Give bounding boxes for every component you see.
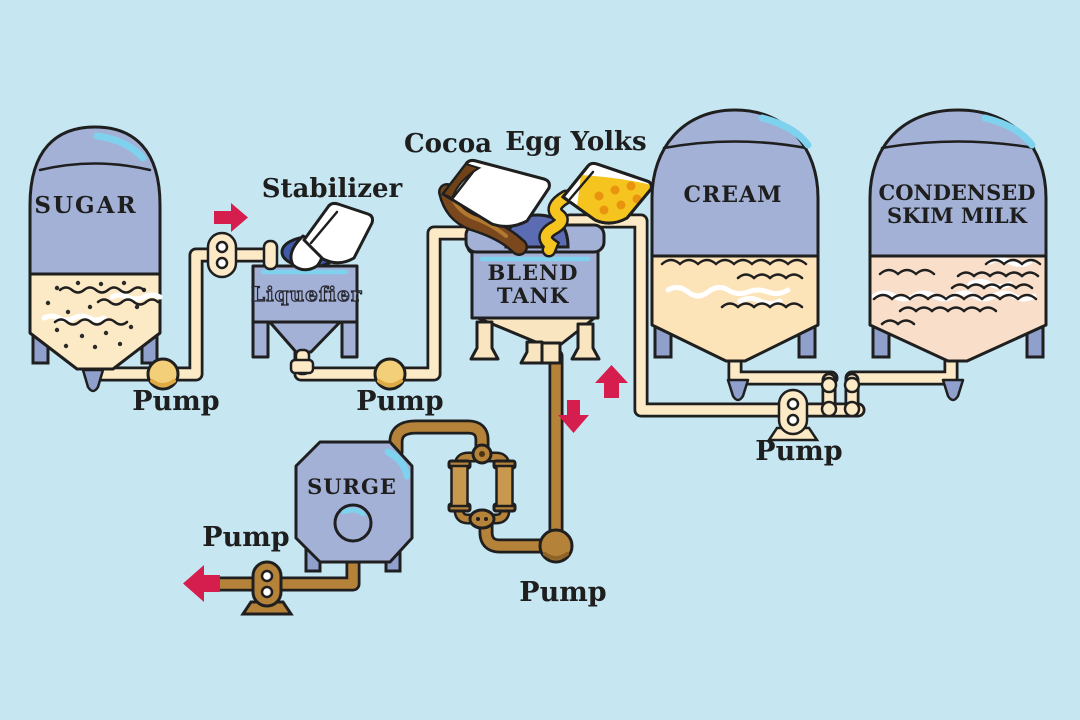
drain-nozzles (81, 368, 965, 402)
outlet-pump-valve (240, 560, 294, 616)
pump-label-liquefier-line: Pump (356, 386, 444, 417)
surge-tank (294, 440, 414, 573)
skim-milk-waves (871, 257, 1042, 326)
cocoa-stream (438, 183, 528, 256)
homogenizer-unit (447, 443, 517, 530)
flow-arrows (183, 203, 628, 602)
condensed-skim-milk-tank (868, 108, 1048, 363)
liquefier-label: Liquefier (250, 282, 363, 306)
liquefier-tank (251, 201, 374, 376)
condensed-label-line1: CONDENSED (878, 180, 1036, 205)
flow-arrow-right-icon (214, 203, 248, 232)
sugar-tank-label: SUGAR (34, 192, 138, 219)
pump-label-sugar-line: Pump (132, 386, 220, 417)
pump-label-outlet-line: Pump (202, 522, 290, 553)
pump-label-blend-line: Pump (519, 577, 607, 608)
cocoa-label: Cocoa (403, 129, 493, 159)
blend-tank-label-line1: BLEND (487, 260, 579, 285)
egg-yolk-stream (538, 189, 574, 258)
blend-tank-label: BLEND TANK (481, 260, 585, 308)
cream-tank-label: CREAM (683, 182, 783, 208)
egg-yolk-pitcher (560, 161, 653, 225)
egg-yolks-label: Egg Yolks (505, 127, 647, 157)
sugar-speckles (41, 280, 163, 350)
cream-waves (660, 258, 808, 309)
cream-tank (650, 108, 820, 363)
pump-label-cream-line: Pump (755, 436, 843, 467)
blend-tank-label-line2: TANK (496, 282, 570, 308)
surge-tank-label: SURGE (307, 474, 397, 499)
flow-arrow-up-icon (595, 365, 628, 398)
pumps-and-valves (146, 231, 861, 616)
stabilizer-label: Stabilizer (261, 174, 403, 204)
stabilizer-pitcher (302, 201, 374, 265)
sugar-tank (28, 125, 163, 371)
condensed-skim-milk-label: CONDENSED SKIM MILK (874, 180, 1040, 228)
blend-tank (438, 158, 653, 365)
sugar-line-valve (206, 231, 279, 279)
cream-pump-valve (766, 388, 820, 442)
manifold-joints (820, 376, 861, 418)
cocoa-pitcher (441, 158, 551, 228)
flow-arrow-left-icon (183, 565, 220, 602)
flow-arrow-down-icon (558, 400, 589, 433)
condensed-label-line2: SKIM MILK (887, 202, 1027, 228)
